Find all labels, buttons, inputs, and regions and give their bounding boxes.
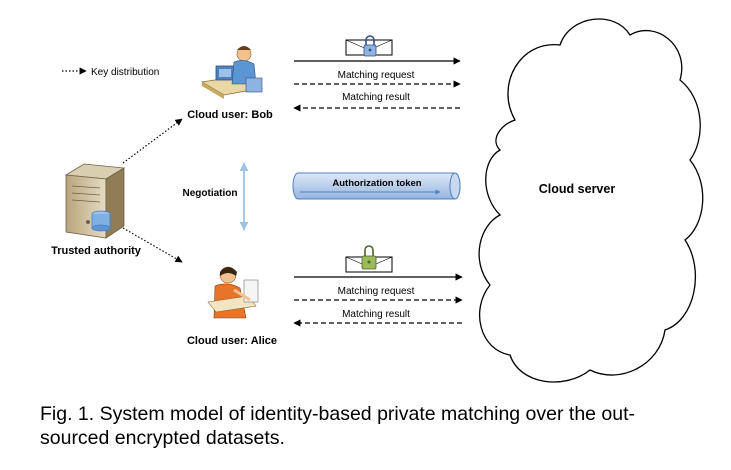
blue-padlock-icon [345, 35, 393, 57]
caption-line-2: sourced encrypted datasets. [40, 427, 285, 449]
alice-matching-request-label: Matching request [338, 286, 415, 297]
bob-matching-result-label: Matching result [342, 92, 410, 103]
legend-key-distribution: Key distribution [91, 67, 159, 78]
authorization-token [292, 172, 461, 200]
alice-matching-result-label: Matching result [342, 309, 410, 320]
user-at-desk-icon [207, 266, 259, 319]
bob-matching-request-label: Matching request [338, 70, 415, 81]
cloud-server-label: Cloud server [539, 182, 616, 196]
system-model-diagram: Cloud server Key distribution Trusted au… [51, 18, 704, 383]
trusted-authority-label: Trusted authority [51, 245, 142, 257]
alice-label: Cloud user: Alice [187, 335, 277, 347]
cloud-shape [478, 18, 704, 383]
server-tower-icon [64, 163, 126, 239]
bob-label: Cloud user: Bob [187, 109, 273, 121]
authorization-token-label: Authorization token [332, 178, 421, 189]
user-at-computer-icon [200, 46, 264, 99]
negotiation-label: Negotiation [183, 188, 238, 199]
key-distribution-arrow-alice [122, 227, 183, 263]
key-distribution-arrow-bob [122, 118, 183, 164]
caption-line-1: Fig. 1. System model of identity-based p… [40, 403, 636, 425]
figure-caption: Fig. 1. System model of identity-based p… [40, 402, 700, 450]
green-padlock-icon [345, 245, 393, 273]
